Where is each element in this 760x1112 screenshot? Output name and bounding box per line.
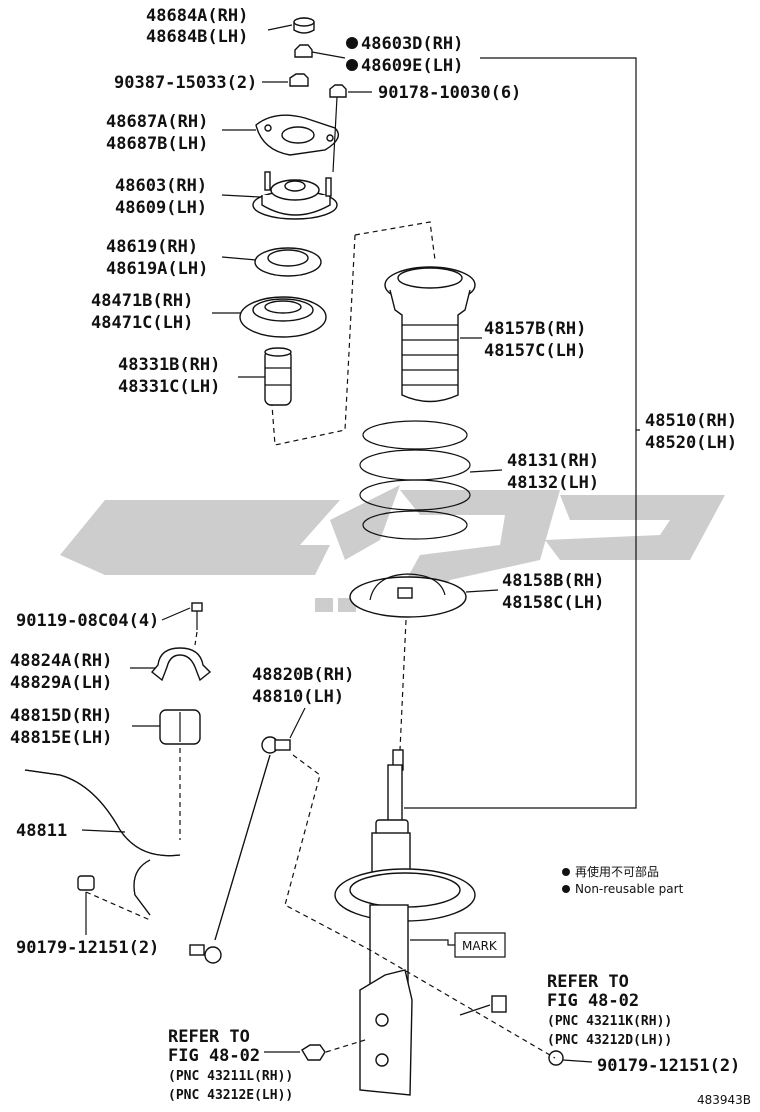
- label-refer2-d: (PNC 43212E(LH)): [168, 1088, 293, 1103]
- part-strut-assembly: [334, 749, 476, 1096]
- label-90179-left: 90179-12151(2): [16, 938, 159, 958]
- legend-line1: 再使用不可部品: [575, 864, 659, 879]
- legend-line2: Non-reusable part: [575, 882, 684, 896]
- label-48471c: 48471C(LH): [91, 313, 193, 333]
- part-48603-support: [252, 171, 338, 220]
- leader-48603: [221, 194, 261, 198]
- leader-48131: [469, 469, 503, 473]
- label-90387: 90387-15033(2): [114, 73, 257, 93]
- label-90119: 90119-08C04(4): [16, 611, 159, 631]
- leader-48510-bottom: [404, 430, 637, 809]
- part-48471-insulator: [239, 296, 327, 338]
- label-48684a: 48684A(RH): [146, 6, 248, 26]
- part-strut-nut: [301, 1044, 326, 1061]
- label-48820b: 48820B(RH): [252, 665, 354, 685]
- label-90178: 90178-10030(6): [378, 83, 521, 103]
- legend-dot-icon: [562, 868, 570, 876]
- part-90178-nut: [329, 84, 347, 98]
- part-strut-bolt: [459, 995, 507, 1016]
- part-48824-bracket: [150, 647, 212, 682]
- part-48811-stabilizer-bar: [24, 769, 181, 916]
- label-48603d: 48603D(RH): [361, 34, 463, 54]
- label-48157b: 48157B(RH): [484, 319, 586, 339]
- label-48824a: 48824A(RH): [10, 651, 112, 671]
- centerline: [399, 619, 407, 751]
- leader-mark: [410, 939, 455, 946]
- label-48158c: 48158C(LH): [502, 593, 604, 613]
- label-48131: 48131(RH): [507, 451, 599, 471]
- part-48131-spring: [359, 420, 471, 540]
- dash-link-strut: [284, 754, 556, 1059]
- part-90387-nut: [289, 73, 309, 87]
- leader-48158: [465, 589, 499, 593]
- label-refer1-d: (PNC 43212D(LH)): [547, 1033, 672, 1048]
- non-reusable-dot-icon: [346, 37, 358, 49]
- label-refer2-a: REFER TO: [168, 1027, 250, 1047]
- label-refer1-a: REFER TO: [547, 972, 629, 992]
- leader-48684: [267, 24, 293, 31]
- label-refer1-c: (PNC 43211K(RH)): [547, 1014, 672, 1029]
- label-48510: 48510(RH): [645, 411, 737, 431]
- label-48815d: 48815D(RH): [10, 706, 112, 726]
- dash-bolt-bracket: [194, 631, 198, 646]
- label-48687a: 48687A(RH): [106, 112, 208, 132]
- part-48157-boot: [384, 266, 476, 403]
- part-48603d-nut: [294, 44, 313, 58]
- label-refer1-b: FIG 48-02: [547, 991, 639, 1011]
- label-48619: 48619(RH): [106, 237, 198, 257]
- label-48331b: 48331B(RH): [118, 355, 220, 375]
- label-90179-right: 90179-12151(2): [597, 1056, 740, 1076]
- leader-48811: [81, 829, 126, 833]
- label-48687b: 48687B(LH): [106, 134, 208, 154]
- labels: 48684A(RH) 48684B(LH) 48603D(RH) 48609E(…: [10, 6, 751, 1107]
- part-48815-bushing: [159, 709, 201, 745]
- leader-48820: [289, 707, 306, 739]
- leader-90119: [161, 607, 191, 621]
- part-90179-nut-left: [77, 875, 95, 891]
- figure-id: 483943B: [697, 1093, 751, 1107]
- mark-box: [454, 932, 506, 958]
- leader-90178-down: [332, 96, 338, 173]
- label-48609: 48609(LH): [115, 198, 207, 218]
- label-refer2-b: FIG 48-02: [168, 1046, 260, 1066]
- part-48820-link: [189, 736, 291, 964]
- legend: 再使用不可部品 Non-reusable part: [562, 864, 684, 896]
- label-refer2-c: (PNC 43211L(RH)): [168, 1069, 293, 1084]
- part-48331-bumper: [264, 347, 292, 406]
- label-48619a: 48619A(LH): [106, 259, 208, 279]
- label-mark: MARK: [462, 939, 498, 953]
- label-48471b: 48471B(RH): [91, 291, 193, 311]
- label-48158b: 48158B(RH): [502, 571, 604, 591]
- part-90119-bolt: [191, 602, 203, 630]
- label-48829a: 48829A(LH): [10, 673, 112, 693]
- label-48684b: 48684B(LH): [146, 27, 248, 47]
- dash-nut-strut: [325, 1039, 366, 1053]
- label-48520: 48520(LH): [645, 433, 737, 453]
- legend-dot-icon: [562, 885, 570, 893]
- non-reusable-dot-icon: [346, 59, 358, 71]
- part-48687-plate: [255, 114, 339, 156]
- label-48815e: 48815E(LH): [10, 728, 112, 748]
- leader-90179-right: [562, 1059, 593, 1063]
- label-48603: 48603(RH): [115, 176, 207, 196]
- part-90179-nut-right: [548, 1050, 564, 1066]
- label-48331c: 48331C(LH): [118, 377, 220, 397]
- group-bracket: [271, 221, 436, 446]
- part-48684-cap: [293, 17, 315, 34]
- part-48619-seat: [254, 247, 322, 277]
- leader-48619: [221, 256, 257, 261]
- leader-48510-top: [480, 57, 640, 431]
- label-48132: 48132(LH): [507, 473, 599, 493]
- label-48157c: 48157C(LH): [484, 341, 586, 361]
- label-48609e: 48609E(LH): [361, 56, 463, 76]
- part-48158-seat: [349, 573, 467, 618]
- dash-nut-bar: [85, 891, 151, 921]
- label-48811: 48811: [16, 821, 67, 841]
- leader-48603d: [311, 51, 346, 59]
- label-48810: 48810(LH): [252, 687, 344, 707]
